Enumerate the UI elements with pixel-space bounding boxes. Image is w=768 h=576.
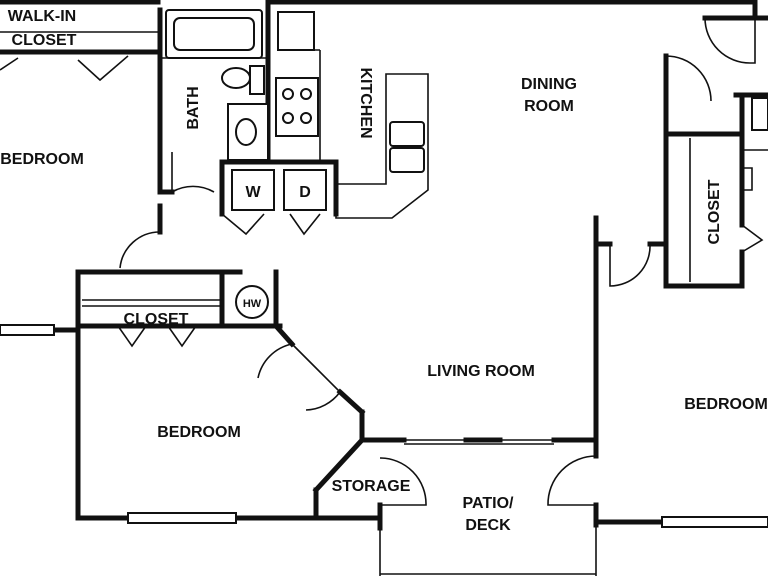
bedroom-center-label: BEDROOM	[157, 424, 241, 441]
toilet-icon	[221, 67, 251, 89]
washer-icon	[231, 169, 275, 211]
windows	[0, 324, 768, 528]
walk-in-closet-label-1: WALK-IN	[8, 8, 76, 25]
walk-in-closet-label-2: CLOSET	[12, 32, 77, 49]
closet-shelves	[0, 31, 691, 307]
closet-right-label: CLOSET	[706, 179, 723, 244]
dryer-label: D	[299, 184, 311, 201]
bath-label: BATH	[185, 86, 202, 129]
doors	[0, 17, 768, 506]
water-heater-icon	[235, 285, 269, 319]
stove-icon	[275, 77, 319, 137]
kitchen-fixtures	[275, 11, 429, 219]
kitchen-label: KITCHEN	[357, 67, 374, 138]
storage-label: STORAGE	[332, 478, 411, 495]
kitchen-sink-icon	[389, 121, 425, 147]
laundry	[231, 169, 327, 319]
bedroom-right-label: BEDROOM	[684, 396, 768, 413]
dryer-icon	[283, 169, 327, 211]
dining-room-label-2: ROOM	[524, 98, 574, 115]
closet-middle-label: CLOSET	[124, 311, 189, 328]
patio-outline	[379, 525, 597, 576]
patio-label-2: DECK	[465, 517, 511, 534]
bedroom-left-label: BEDROOM	[0, 151, 84, 168]
patio-label-1: PATIO/	[463, 495, 515, 512]
fridge-icon	[277, 11, 315, 51]
living-room-label: LIVING ROOM	[427, 363, 535, 380]
labels: WALK-IN CLOSET BATH KITCHEN DINING ROOM …	[0, 8, 768, 534]
bath-fixtures	[162, 9, 269, 161]
dining-room-label-1: DINING	[521, 76, 577, 93]
water-heater-label: HW	[243, 298, 262, 310]
walls	[0, 0, 768, 531]
washer-label: W	[245, 184, 261, 201]
